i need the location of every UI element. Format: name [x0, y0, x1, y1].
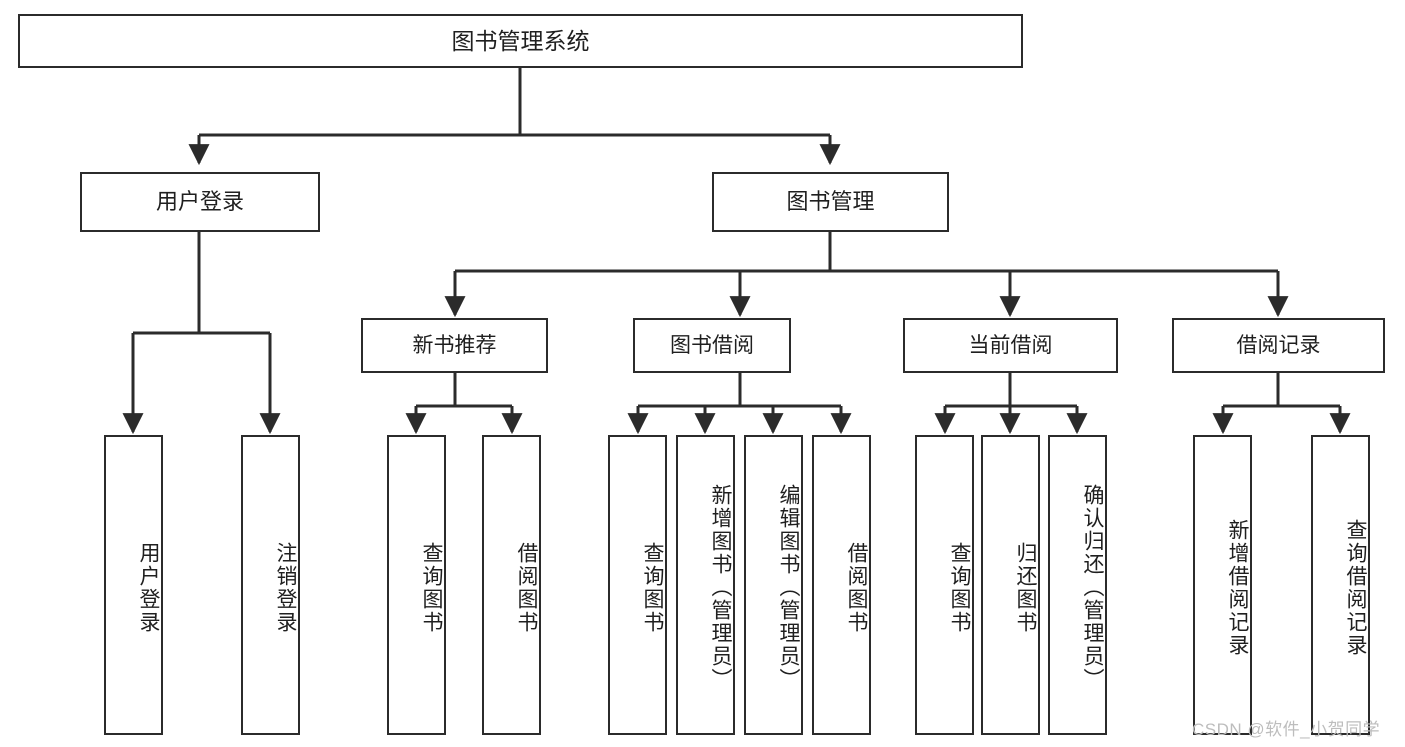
leaf-confirm-return-admin[interactable]: 确认归还（管理员） [1048, 435, 1107, 735]
leaf-borrow-book[interactable]: 借阅图书 [812, 435, 871, 735]
leaf-query-book-borrow[interactable]: 查询图书 [608, 435, 667, 735]
node-borrow-record[interactable]: 借阅记录 [1172, 318, 1385, 373]
csdn-watermark: CSDN @软件_小贺同学 [1192, 720, 1381, 739]
leaf-borrow-book-recommend-label: 借阅图书 [515, 542, 538, 634]
node-root[interactable]: 图书管理系统 [18, 14, 1023, 68]
leaf-query-book-borrow-label: 查询图书 [641, 542, 664, 634]
node-book-borrow[interactable]: 图书借阅 [633, 318, 791, 373]
leaf-add-book-admin-label: 新增图书（管理员） [709, 483, 732, 691]
leaf-confirm-return-admin-label: 确认归还（管理员） [1081, 483, 1104, 691]
node-root-label: 图书管理系统 [451, 27, 590, 54]
leaf-query-borrow-record-label: 查询借阅记录 [1344, 519, 1367, 657]
node-new-book-recommend-label: 新书推荐 [412, 333, 497, 357]
node-new-book-recommend[interactable]: 新书推荐 [361, 318, 548, 373]
node-current-borrow[interactable]: 当前借阅 [903, 318, 1118, 373]
leaf-query-book-recommend[interactable]: 查询图书 [387, 435, 446, 735]
node-book-management-label: 图书管理 [786, 188, 875, 214]
leaf-query-book-recommend-label: 查询图书 [420, 542, 443, 634]
node-user-login[interactable]: 用户登录 [80, 172, 320, 232]
leaf-borrow-book-recommend[interactable]: 借阅图书 [482, 435, 541, 735]
leaf-query-book-current-label: 查询图书 [948, 542, 971, 634]
leaf-borrow-book-label: 借阅图书 [845, 542, 868, 634]
leaf-add-book-admin[interactable]: 新增图书（管理员） [676, 435, 735, 735]
node-book-management[interactable]: 图书管理 [712, 172, 949, 232]
node-current-borrow-label: 当前借阅 [968, 333, 1053, 357]
leaf-user-login[interactable]: 用户登录 [104, 435, 163, 735]
leaf-user-login-label: 用户登录 [137, 542, 160, 634]
leaf-add-borrow-record[interactable]: 新增借阅记录 [1193, 435, 1252, 735]
leaf-query-borrow-record[interactable]: 查询借阅记录 [1311, 435, 1370, 735]
node-user-login-label: 用户登录 [155, 188, 244, 214]
leaf-add-borrow-record-label: 新增借阅记录 [1226, 519, 1249, 657]
leaf-edit-book-admin-label: 编辑图书（管理员） [777, 483, 800, 691]
node-borrow-record-label: 借阅记录 [1236, 333, 1321, 357]
leaf-user-logout[interactable]: 注销登录 [241, 435, 300, 735]
leaf-user-logout-label: 注销登录 [274, 542, 297, 634]
leaf-query-book-current[interactable]: 查询图书 [915, 435, 974, 735]
leaf-return-book[interactable]: 归还图书 [981, 435, 1040, 735]
node-book-borrow-label: 图书借阅 [670, 333, 754, 357]
leaf-return-book-label: 归还图书 [1014, 542, 1037, 634]
leaf-edit-book-admin[interactable]: 编辑图书（管理员） [744, 435, 803, 735]
